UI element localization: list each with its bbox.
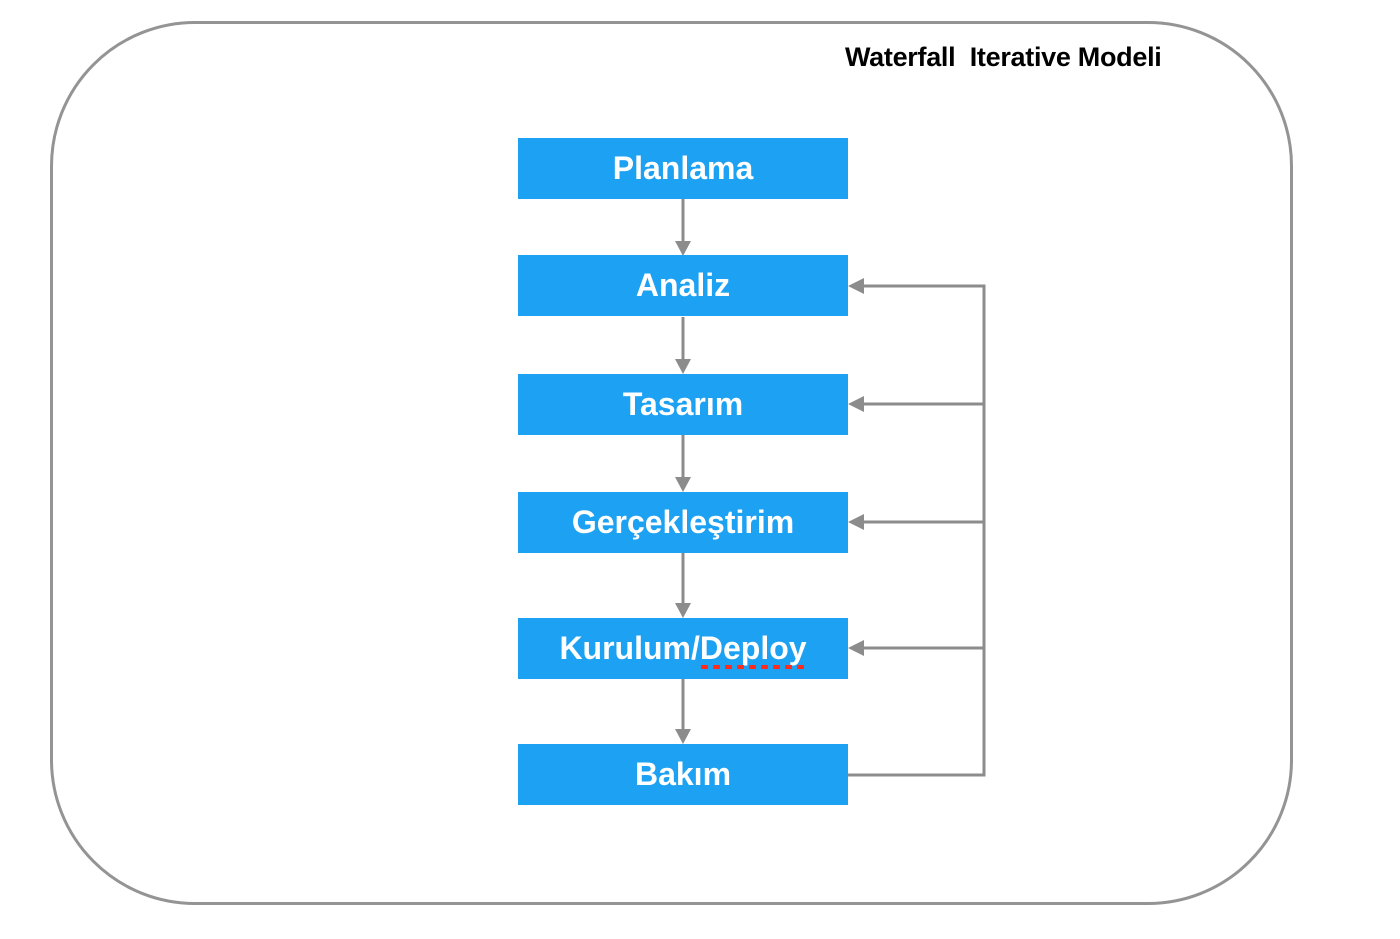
stage-box-tasarim: Tasarım <box>518 374 848 435</box>
stage-label: Gerçekleştirim <box>571 504 795 540</box>
feedback-line-bakim-tasarim <box>848 396 984 412</box>
flow-arrow-tasarim-gerceklestirim <box>675 435 691 492</box>
feedback-line-bakim-analiz <box>848 278 986 777</box>
stage-label: Planlama <box>612 150 754 186</box>
flow-arrow-kurulum-bakim <box>675 679 691 744</box>
stage-box-bakim: Bakım <box>518 744 848 805</box>
stage-label-part2-spellchecked: Deploy <box>700 618 807 679</box>
flow-arrow-analiz-tasarim <box>675 317 691 374</box>
stage-label: Kurulum/Deploy <box>559 618 807 679</box>
stage-label: Tasarım <box>622 386 744 422</box>
stage-label: Bakım <box>634 756 732 792</box>
diagram-title: Waterfall Iterative Modeli <box>845 42 1162 72</box>
slide-frame <box>50 21 1293 905</box>
stage-box-gerceklestirim: Gerçekleştirim <box>518 492 848 553</box>
stage-label: Analiz <box>635 267 731 303</box>
stage-label-part1: Kurulum/ <box>559 630 700 666</box>
stage-box-kurulum-deploy: Kurulum/Deploy <box>518 618 848 679</box>
feedback-line-bakim-gerceklestirim <box>848 514 984 530</box>
flow-arrow-gerceklestirim-kurulum <box>675 553 691 618</box>
stage-box-planlama: Planlama <box>518 138 848 199</box>
feedback-line-bakim-kurulum <box>848 640 984 656</box>
flow-arrow-planlama-analiz <box>675 199 691 256</box>
stage-box-analiz: Analiz <box>518 255 848 316</box>
